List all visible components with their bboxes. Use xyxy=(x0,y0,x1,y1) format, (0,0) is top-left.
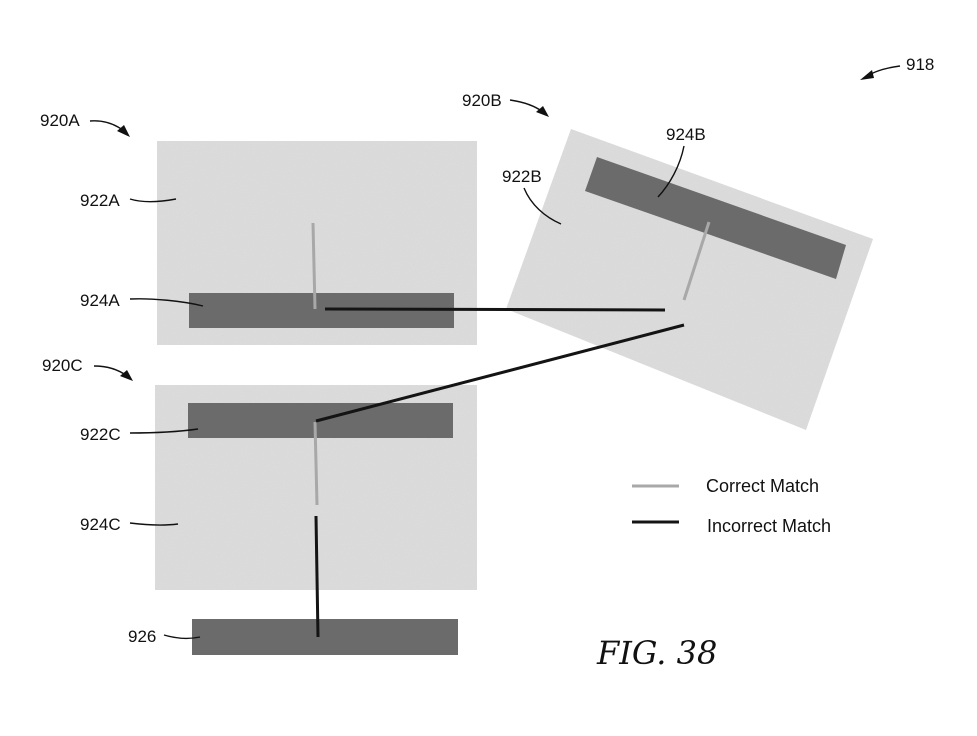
correct-match-line-c xyxy=(315,422,317,505)
bar-926 xyxy=(192,619,458,655)
legend-incorrect-label: Incorrect Match xyxy=(707,516,831,536)
bar-924b-ref: 924B xyxy=(666,125,706,144)
figure-label: FIG. 38 xyxy=(596,634,717,672)
correct-match-line-a xyxy=(313,223,315,309)
overall-ref-group: 918 xyxy=(860,55,934,80)
legend-correct-label: Correct Match xyxy=(706,476,819,496)
region-922a-ref: 922A xyxy=(80,191,120,210)
overall-ref-label: 918 xyxy=(906,55,934,74)
panel-920b xyxy=(506,129,873,430)
region-922c-ref: 922C xyxy=(80,425,121,444)
panel-920c-arrowhead xyxy=(120,370,133,381)
bar-926-ref: 926 xyxy=(128,627,156,646)
panel-920b-ref: 920B xyxy=(462,91,502,110)
bar-924a-ref: 924A xyxy=(80,291,120,310)
panel-920a-ref: 920A xyxy=(40,111,80,130)
panel-920c-ref: 920C xyxy=(42,356,83,375)
incorrect-match-line-a-b xyxy=(325,309,665,310)
region-922b-ref: 922B xyxy=(502,167,542,186)
incorrect-match-line-c-926 xyxy=(316,516,318,637)
panel-920b-arrow-line xyxy=(510,100,543,112)
legend: Correct Match Incorrect Match xyxy=(632,476,831,536)
bar-924c-ref: 924C xyxy=(80,515,121,534)
overall-ref-arrowhead xyxy=(860,70,874,80)
panel-920b-arrowhead xyxy=(536,106,549,117)
panel-920a xyxy=(157,141,477,345)
